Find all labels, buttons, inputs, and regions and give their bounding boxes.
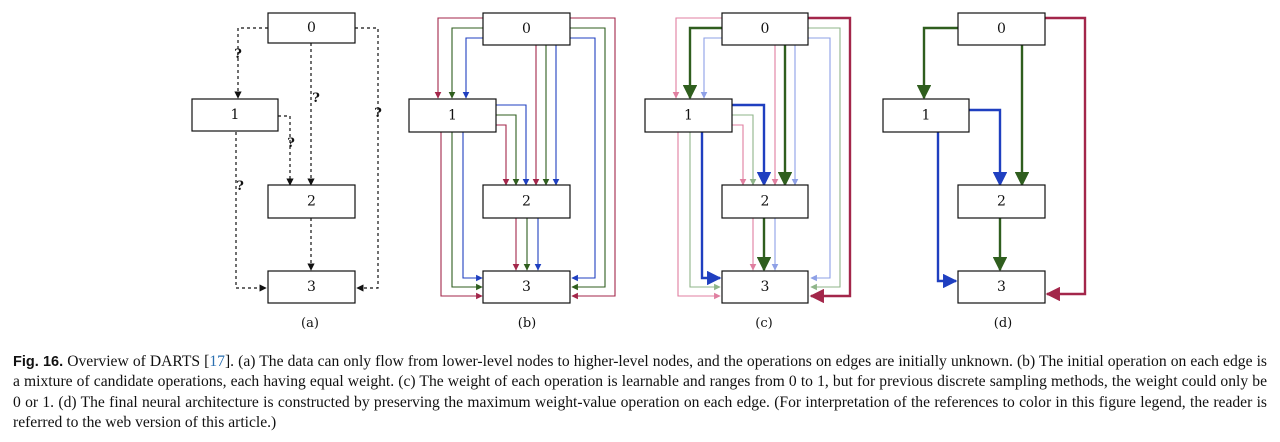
edge-0-3-op-green xyxy=(570,27,606,291)
edge-1-3 xyxy=(235,132,267,292)
node-2-label: 2 xyxy=(761,194,770,210)
panel-b-edges xyxy=(434,17,616,300)
node-2-box xyxy=(267,184,356,219)
node-0-label: 0 xyxy=(997,21,1006,37)
edge-1-3-op-lgreen xyxy=(689,132,721,291)
edge-1-3 xyxy=(936,132,958,289)
node-2-label: 2 xyxy=(522,194,531,210)
qmark-1-3: ? xyxy=(236,179,244,194)
node-1-label: 1 xyxy=(684,108,693,124)
edge-0-1 xyxy=(916,26,958,100)
panel-b: 0 1 2 3 (b) xyxy=(408,12,616,331)
panel-a-label: (a) xyxy=(301,316,319,331)
caption-text-before-ref: Overview of DARTS [ xyxy=(63,353,210,370)
figure-caption: Fig. 16. Overview of DARTS [17]. (a) The… xyxy=(13,352,1267,434)
node-2-label: 2 xyxy=(307,194,316,210)
citation-link[interactable]: 17 xyxy=(209,353,225,370)
edge-1-3-op-green xyxy=(451,132,483,291)
node-3-box xyxy=(267,270,356,304)
node-2-box xyxy=(957,184,1046,219)
edge-1-2-op-crimson xyxy=(496,124,510,186)
qmark-0-2: ? xyxy=(312,91,320,106)
node-0-box xyxy=(482,12,571,46)
node-3-box xyxy=(957,270,1046,304)
edge-1-2-op-blue xyxy=(496,104,530,186)
panel-c-edges xyxy=(672,16,852,304)
node-2-box xyxy=(721,184,809,219)
panel-a-edges xyxy=(234,27,379,292)
edge-0-1 xyxy=(234,27,268,99)
node-1-label: 1 xyxy=(922,108,931,124)
node-0-label: 0 xyxy=(307,20,316,36)
edge-1-2-op-blue xyxy=(732,103,772,187)
node-0-label: 0 xyxy=(761,21,770,37)
node-0-box xyxy=(957,12,1046,46)
darts-figure: ? ? ? ? ? 0 1 2 3 (a) xyxy=(191,12,1087,331)
figure-number: Fig. 16. xyxy=(13,354,64,370)
node-3-box xyxy=(482,270,571,304)
edge-1-2-op-lgreen xyxy=(732,114,757,186)
edge-1-3-op-pink xyxy=(677,132,721,300)
edge-1-2 xyxy=(969,108,1008,187)
qmark-1-2: ? xyxy=(287,136,295,151)
node-0-box xyxy=(721,12,809,46)
edge-0-3-op-lgreen xyxy=(808,27,841,291)
node-3-label: 3 xyxy=(997,279,1006,295)
panel-d-edges xyxy=(916,16,1087,302)
node-2-box xyxy=(482,184,571,219)
edge-0-3 xyxy=(1045,16,1087,302)
node-1-box xyxy=(408,98,497,133)
edge-0-1-op-pink xyxy=(672,17,722,99)
edge-0-3-op-lblue xyxy=(808,37,831,282)
edge-0-1-op-green xyxy=(682,26,722,100)
node-0-box xyxy=(267,12,356,44)
edge-0-3 xyxy=(355,27,379,292)
edge-1-3-op-crimson xyxy=(440,132,483,300)
edge-0-1-op-lblue xyxy=(700,37,722,99)
edge-1-3-op-blue xyxy=(462,132,483,282)
node-3-label: 3 xyxy=(522,279,531,295)
node-3-label: 3 xyxy=(307,279,316,295)
node-1-box xyxy=(882,98,970,133)
edge-1-3-op-blue xyxy=(700,132,722,286)
edge-0-1-op-blue xyxy=(462,37,483,99)
caption-text-after-ref: ]. (a) The data can only flow from lower… xyxy=(13,353,1267,432)
edge-1-2-op-pink xyxy=(732,124,747,186)
qmark-0-1: ? xyxy=(234,47,242,62)
edge-0-1-op-crimson xyxy=(434,17,483,99)
edge-0-3-op-blue xyxy=(570,37,596,282)
panel-d: 0 1 2 3 (d) xyxy=(882,12,1087,331)
node-3-box xyxy=(721,270,809,304)
node-1-box xyxy=(191,98,279,132)
node-1-label: 1 xyxy=(448,108,457,124)
edge-0-1-op-green xyxy=(448,27,483,99)
panel-a: ? ? ? ? ? 0 1 2 3 (a) xyxy=(191,12,382,331)
node-3-label: 3 xyxy=(761,279,770,295)
panel-b-label: (b) xyxy=(518,316,536,331)
qmark-0-3: ? xyxy=(374,106,382,121)
panel-c: 0 1 2 3 (c) xyxy=(644,12,852,331)
node-0-label: 0 xyxy=(522,21,531,37)
edge-0-3-op-crimson xyxy=(808,16,852,304)
panel-d-label: (d) xyxy=(994,316,1012,331)
edge-1-2 xyxy=(278,115,294,186)
edge-1-2-op-green xyxy=(496,114,520,186)
node-2-label: 2 xyxy=(997,194,1006,210)
node-1-box xyxy=(644,98,733,133)
edge-0-3-op-crimson xyxy=(570,17,616,300)
panel-c-label: (c) xyxy=(755,316,772,331)
node-1-label: 1 xyxy=(231,107,240,123)
